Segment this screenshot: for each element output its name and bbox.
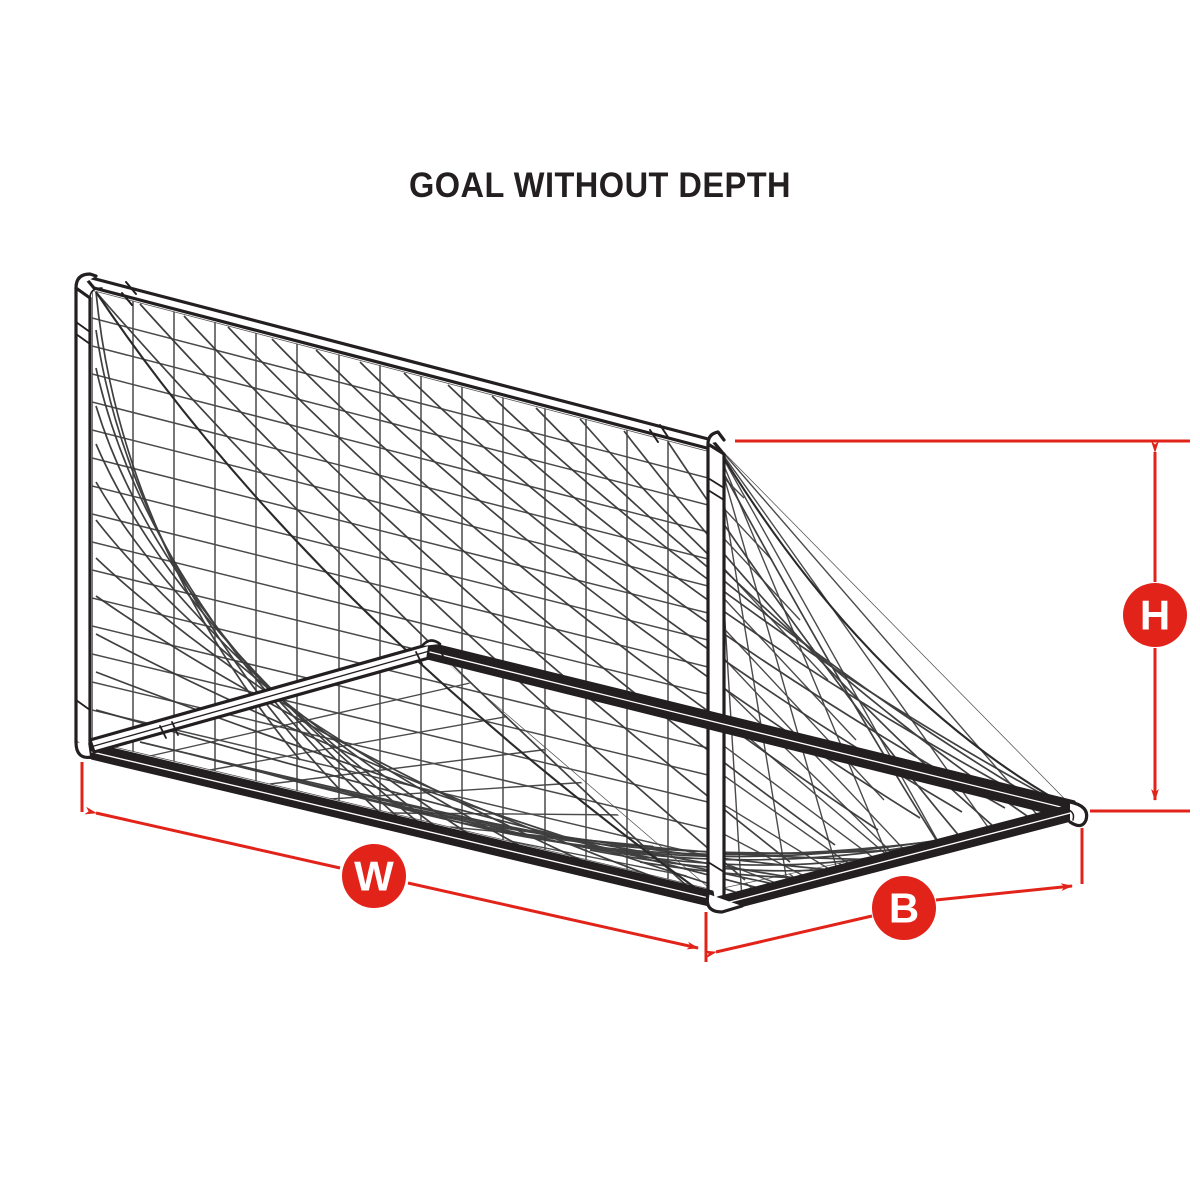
badge-height: H [1123,583,1187,647]
dimension-annotations [80,439,1190,962]
net-right-side-panel [714,442,1078,900]
net-sag-contour-left [95,291,713,901]
height-badge-label: H [1140,592,1170,639]
page-title: GOAL WITHOUT DEPTH [408,166,792,205]
dimension-base [704,828,1084,959]
badge-base: B [872,876,936,940]
frame-ground-bar-left-back [88,642,438,754]
width-badge-circle [342,844,406,908]
base-badge-label: B [889,885,919,932]
base-arrow-left [704,914,873,959]
net-sag-contour-right [713,441,1079,813]
goal-net [92,290,1079,901]
goal-frame [74,272,1089,914]
frame-joint-back-right [1061,800,1089,828]
frame-joint-back-left [415,639,447,665]
net-drape-diamond-mesh [95,291,1078,900]
badge-width: W [342,844,406,908]
width-arrow-right [407,881,699,950]
dimension-badges: H W B [342,583,1187,940]
base-arrow-right [935,883,1073,902]
width-badge-label: W [354,853,394,900]
base-badge-circle [872,876,936,940]
frame-joint-right-post-base [705,892,744,914]
dimension-height [735,439,1190,813]
height-badge-circle [1123,583,1187,647]
width-arrow-left [84,806,341,870]
